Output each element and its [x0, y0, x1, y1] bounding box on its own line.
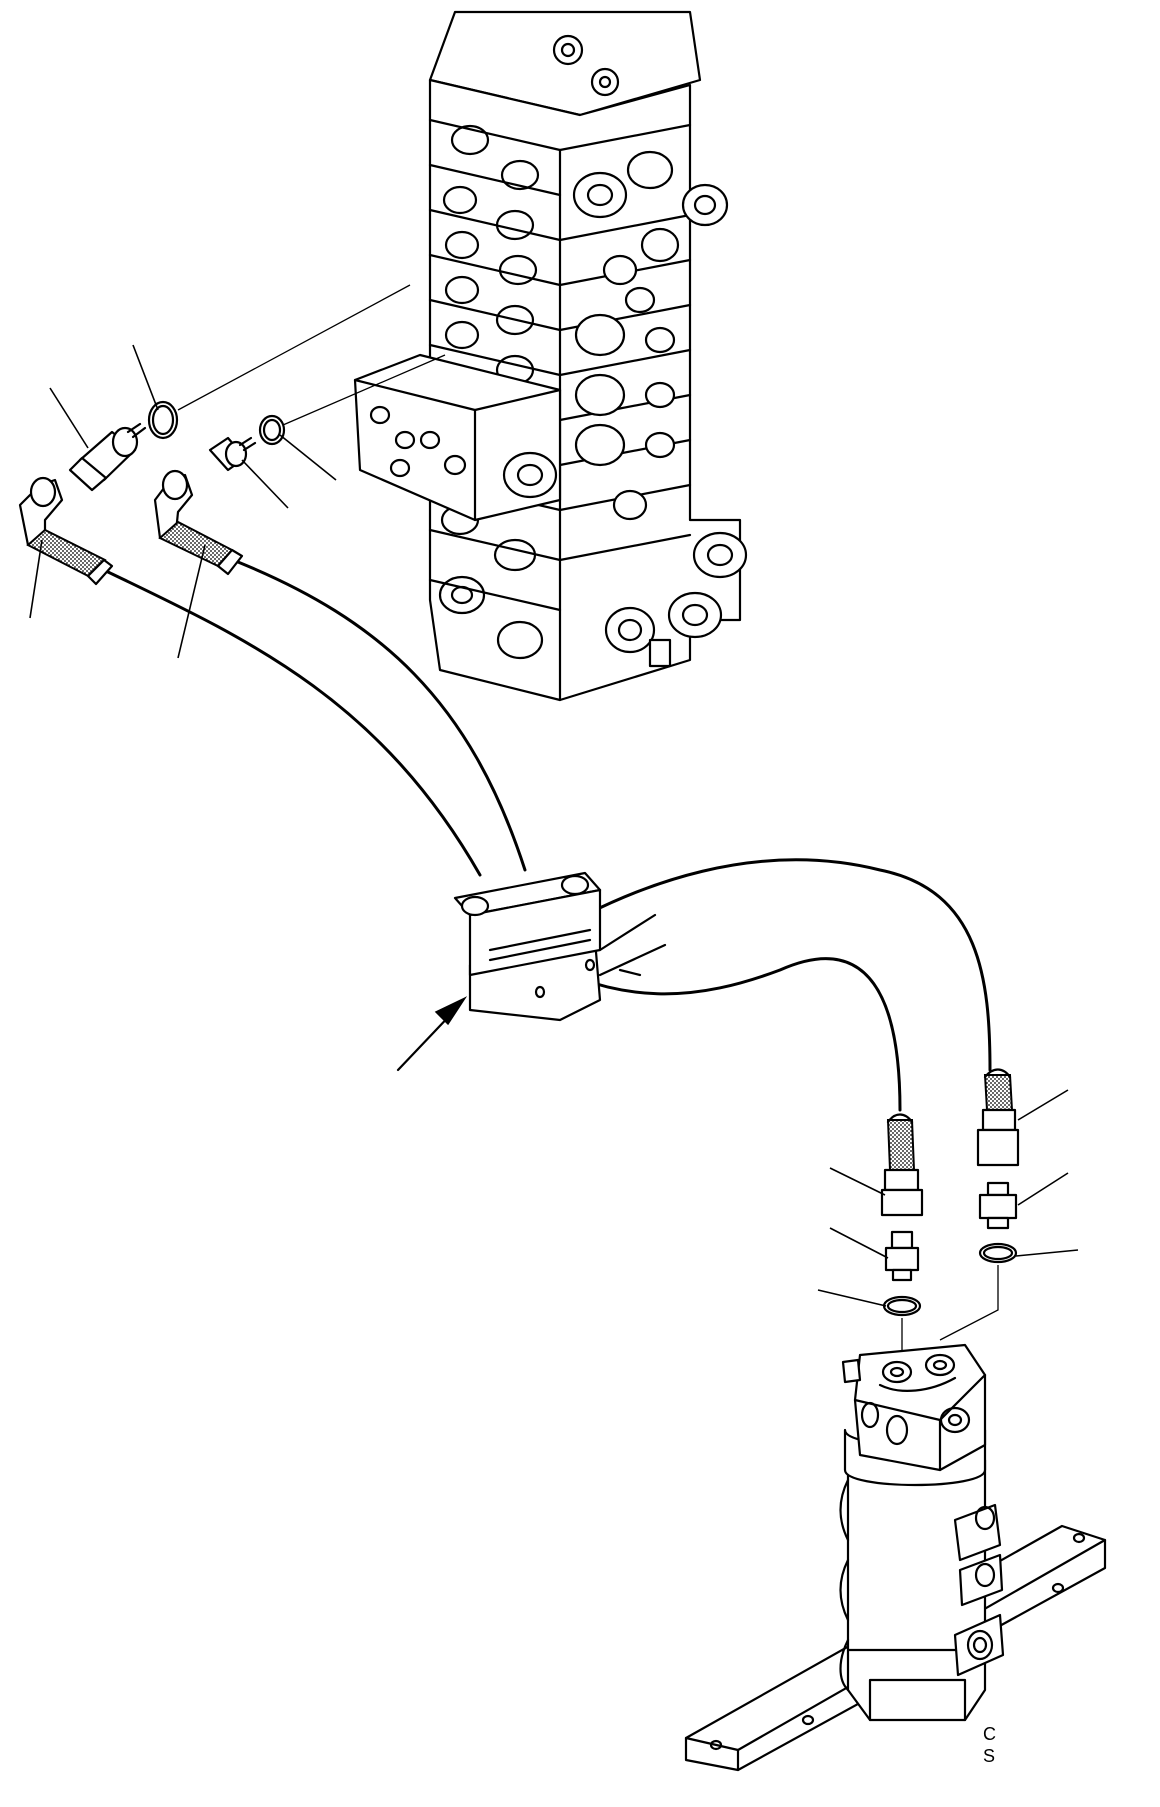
leader-lines: [29, 344, 1079, 1307]
swivel-port: [881, 1360, 913, 1384]
adapter: [890, 1230, 914, 1250]
view-arrow: [396, 996, 468, 1072]
hose-line: [236, 560, 527, 872]
swivel-head: [853, 1343, 987, 1472]
hose-clamp-bracket: [453, 871, 667, 1022]
o-ring: [978, 1242, 1018, 1264]
hoses: [106, 560, 992, 1112]
alignment-line: [282, 354, 446, 426]
swivel-port: [924, 1353, 956, 1377]
hose-line: [538, 858, 992, 1072]
o-ring: [147, 400, 179, 440]
valve-ports: [438, 124, 544, 660]
corner-code: S: [983, 1746, 995, 1766]
swivel-joint: [684, 1343, 1107, 1772]
hose-line: [106, 570, 482, 877]
control-valve: [353, 10, 748, 702]
straight-hose-end: [983, 1074, 1014, 1111]
o-ring: [258, 414, 286, 446]
adapter: [986, 1181, 1010, 1197]
alignment-line: [939, 1265, 999, 1341]
valve-fittings: [572, 150, 748, 668]
straight-hose-end: [886, 1119, 916, 1171]
clamp-bolt: [560, 874, 590, 896]
clamp-bolt: [460, 895, 490, 917]
alignment-line: [177, 284, 411, 411]
left-fitting-assembly: [18, 400, 286, 586]
corner-code: C: [983, 1724, 996, 1744]
hose-line: [518, 948, 902, 1112]
